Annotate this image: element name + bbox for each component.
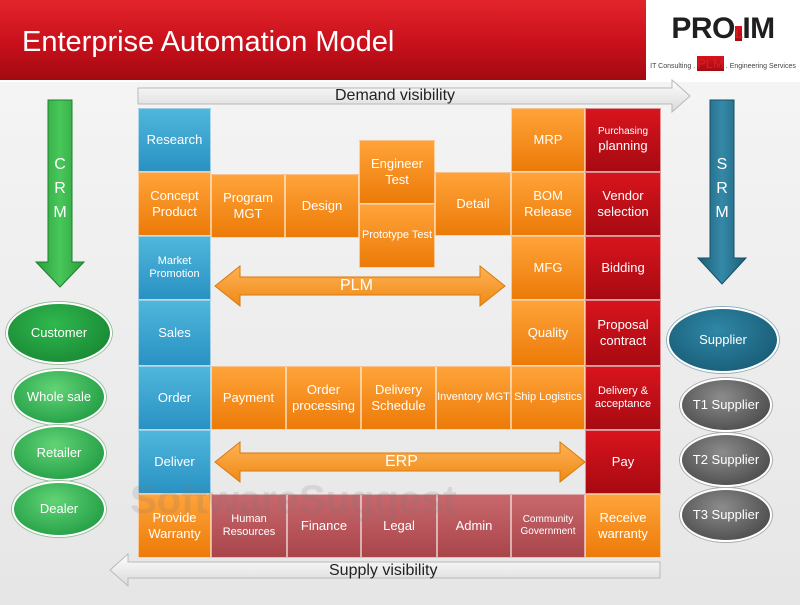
bom-release-box: BOM Release [511,172,585,236]
srm-letter-r: R [716,180,728,197]
deliver-box: Deliver [138,430,211,494]
t3-supplier-oval: T3 Supplier [680,488,772,542]
dealer-oval: Dealer [12,481,106,537]
mrp-box: MRP [511,108,585,172]
quality-box: Quality [511,300,585,366]
ship-logistics-box: Ship Logistics [511,366,585,430]
plm-double-arrow [214,264,506,308]
bidding-box: Bidding [585,236,661,300]
market-promotion-box: Market Promotion [138,236,211,300]
delivery-schedule-box: Delivery Schedule [361,366,436,430]
logo-tag-b: PLM [697,56,724,71]
payment-box: Payment [211,366,286,430]
t1-supplier-oval: T1 Supplier [680,378,772,432]
wholesale-oval: Whole sale [12,369,106,425]
delivery-acceptance-box: Delivery & acceptance [585,366,661,430]
pay-box: Pay [585,430,661,494]
detail-box: Detail [435,172,511,236]
logo-tag-c: Engineering Services [729,63,796,70]
sales-box: Sales [138,300,211,366]
finance-box: Finance [287,494,361,558]
crm-letter-r: R [54,180,66,197]
proposal-contract-box: Proposal contract [585,300,661,366]
crm-arrow [34,99,86,288]
inventory-mgt-box: Inventory MGT [436,366,511,430]
human-resources-box: Human Resources [211,494,287,558]
demand-arrow [137,78,691,114]
vendor-selection-box: Vendor selection [585,172,661,236]
plm-label: PLM [340,277,373,294]
design-box: Design [285,174,359,238]
community-government-box: Community Government [511,494,585,558]
planning-label: planning [598,138,648,154]
logo-part-b: L [734,26,743,41]
logo-part-c: IM [742,12,775,45]
slide-title: Enterprise Automation Model [22,26,395,58]
provide-warranty-box: Provide Warranty [138,494,211,558]
program-mgt-box: Program MGT [211,174,285,238]
crm-letter-m: M [53,204,67,221]
supply-arrow [109,552,661,588]
research-box: Research [138,108,211,172]
title-bar [0,0,646,80]
erp-label: ERP [385,453,418,470]
srm-letter-m: M [715,204,729,221]
logo-part-a: PRO [671,12,735,45]
prolim-logo: PROLIM [648,12,798,46]
concept-product-box: Concept Product [138,172,211,236]
order-box: Order [138,366,211,430]
purchasing-planning-box: Purchasing planning [585,108,661,172]
erp-double-arrow [214,440,586,484]
admin-box: Admin [437,494,511,558]
purchasing-label: Purchasing [597,126,649,138]
engineer-test-box: Engineer Test [359,140,435,204]
srm-letter-s: S [716,156,728,173]
supply-visibility-label: Supply visibility [329,562,438,579]
customer-oval: Customer [6,302,112,364]
legal-box: Legal [361,494,437,558]
supplier-oval: Supplier [667,307,779,373]
crm-letter-c: C [54,156,66,173]
mfg-box: MFG [511,236,585,300]
retailer-oval: Retailer [12,425,106,481]
srm-arrow [696,99,748,285]
demand-visibility-label: Demand visibility [335,87,456,104]
logo-tagline: IT Consulting . PLM . Engineering Servic… [650,56,796,71]
watermark: SoftwareSuggest [130,478,457,522]
logo-tag-a: IT Consulting [650,63,692,70]
prototype-test-box: Prototype Test [359,204,435,268]
t2-supplier-oval: T2 Supplier [680,433,772,487]
receive-warranty-box: Receive warranty [585,494,661,558]
order-processing-box: Order processing [286,366,361,430]
